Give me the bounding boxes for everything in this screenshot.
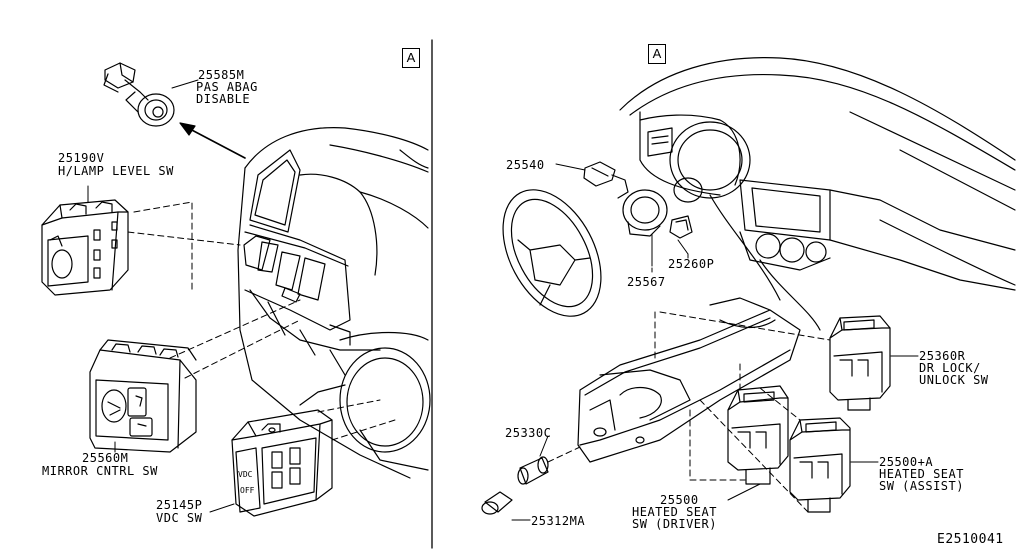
combination-switch-illustration	[583, 161, 693, 267]
part-25560m-illustration	[89, 299, 301, 453]
section-marker-right: A	[648, 44, 666, 64]
callout-25145p-name: VDC SW	[156, 511, 203, 525]
callout-25190v-number: 25190V	[58, 151, 105, 165]
steering-wheel-illustration	[502, 189, 602, 317]
part-25585m-illustration	[103, 62, 199, 127]
vdc-switch-face-line2: OFF	[240, 486, 255, 495]
callout-25360r-name: DR LOCK/ UNLOCK SW	[919, 361, 989, 387]
dashboard-center-panel	[237, 127, 431, 479]
part-25500a-illustration	[699, 359, 851, 513]
section-marker-left: A	[402, 48, 420, 68]
callout-25500-number: 25500	[660, 493, 699, 507]
callout-25567-number: 25567	[627, 275, 666, 289]
callout-25500a-number: 25500+A	[879, 455, 934, 469]
callout-25560m-number: 25560M	[82, 451, 129, 465]
callout-25330c-number: 25330C	[505, 426, 552, 440]
callout-25312ma-number: 25312MA	[531, 514, 586, 528]
diagram-code: E2510041	[937, 532, 1004, 547]
leader-lines	[87, 163, 919, 521]
airbag-disable-arrow	[179, 122, 246, 159]
outlet-cap-illustration	[481, 491, 513, 515]
callout-25585m-number: 25585M	[198, 68, 245, 82]
power-outlet-illustration	[517, 446, 581, 485]
callout-25560m-name: MIRROR CNTRL SW	[42, 464, 158, 478]
part-25360r-illustration	[654, 311, 891, 411]
callout-25585m-name: PAS ABAG DISABLE	[196, 80, 258, 106]
callout-25360r-number: 25360R	[919, 349, 966, 363]
part-25500-illustration	[689, 385, 789, 485]
part-25190v-illustration	[41, 199, 241, 296]
center-console-illustration	[577, 297, 801, 463]
callout-25500a-name: HEATED SEAT SW (ASSIST)	[879, 467, 964, 493]
callout-25500-name: HEATED SEAT SW (DRIVER)	[632, 505, 717, 531]
part-25145p-illustration	[231, 399, 396, 517]
callout-25145p-number: 25145P	[156, 498, 203, 512]
callout-25190v-name: H/LAMP LEVEL SW	[58, 164, 174, 178]
dashboard-right-illustration	[619, 57, 1016, 331]
vdc-switch-face-line1: VDC	[238, 470, 253, 479]
callout-25540-number: 25540	[506, 158, 545, 172]
callout-25260p-number: 25260P	[668, 257, 715, 271]
